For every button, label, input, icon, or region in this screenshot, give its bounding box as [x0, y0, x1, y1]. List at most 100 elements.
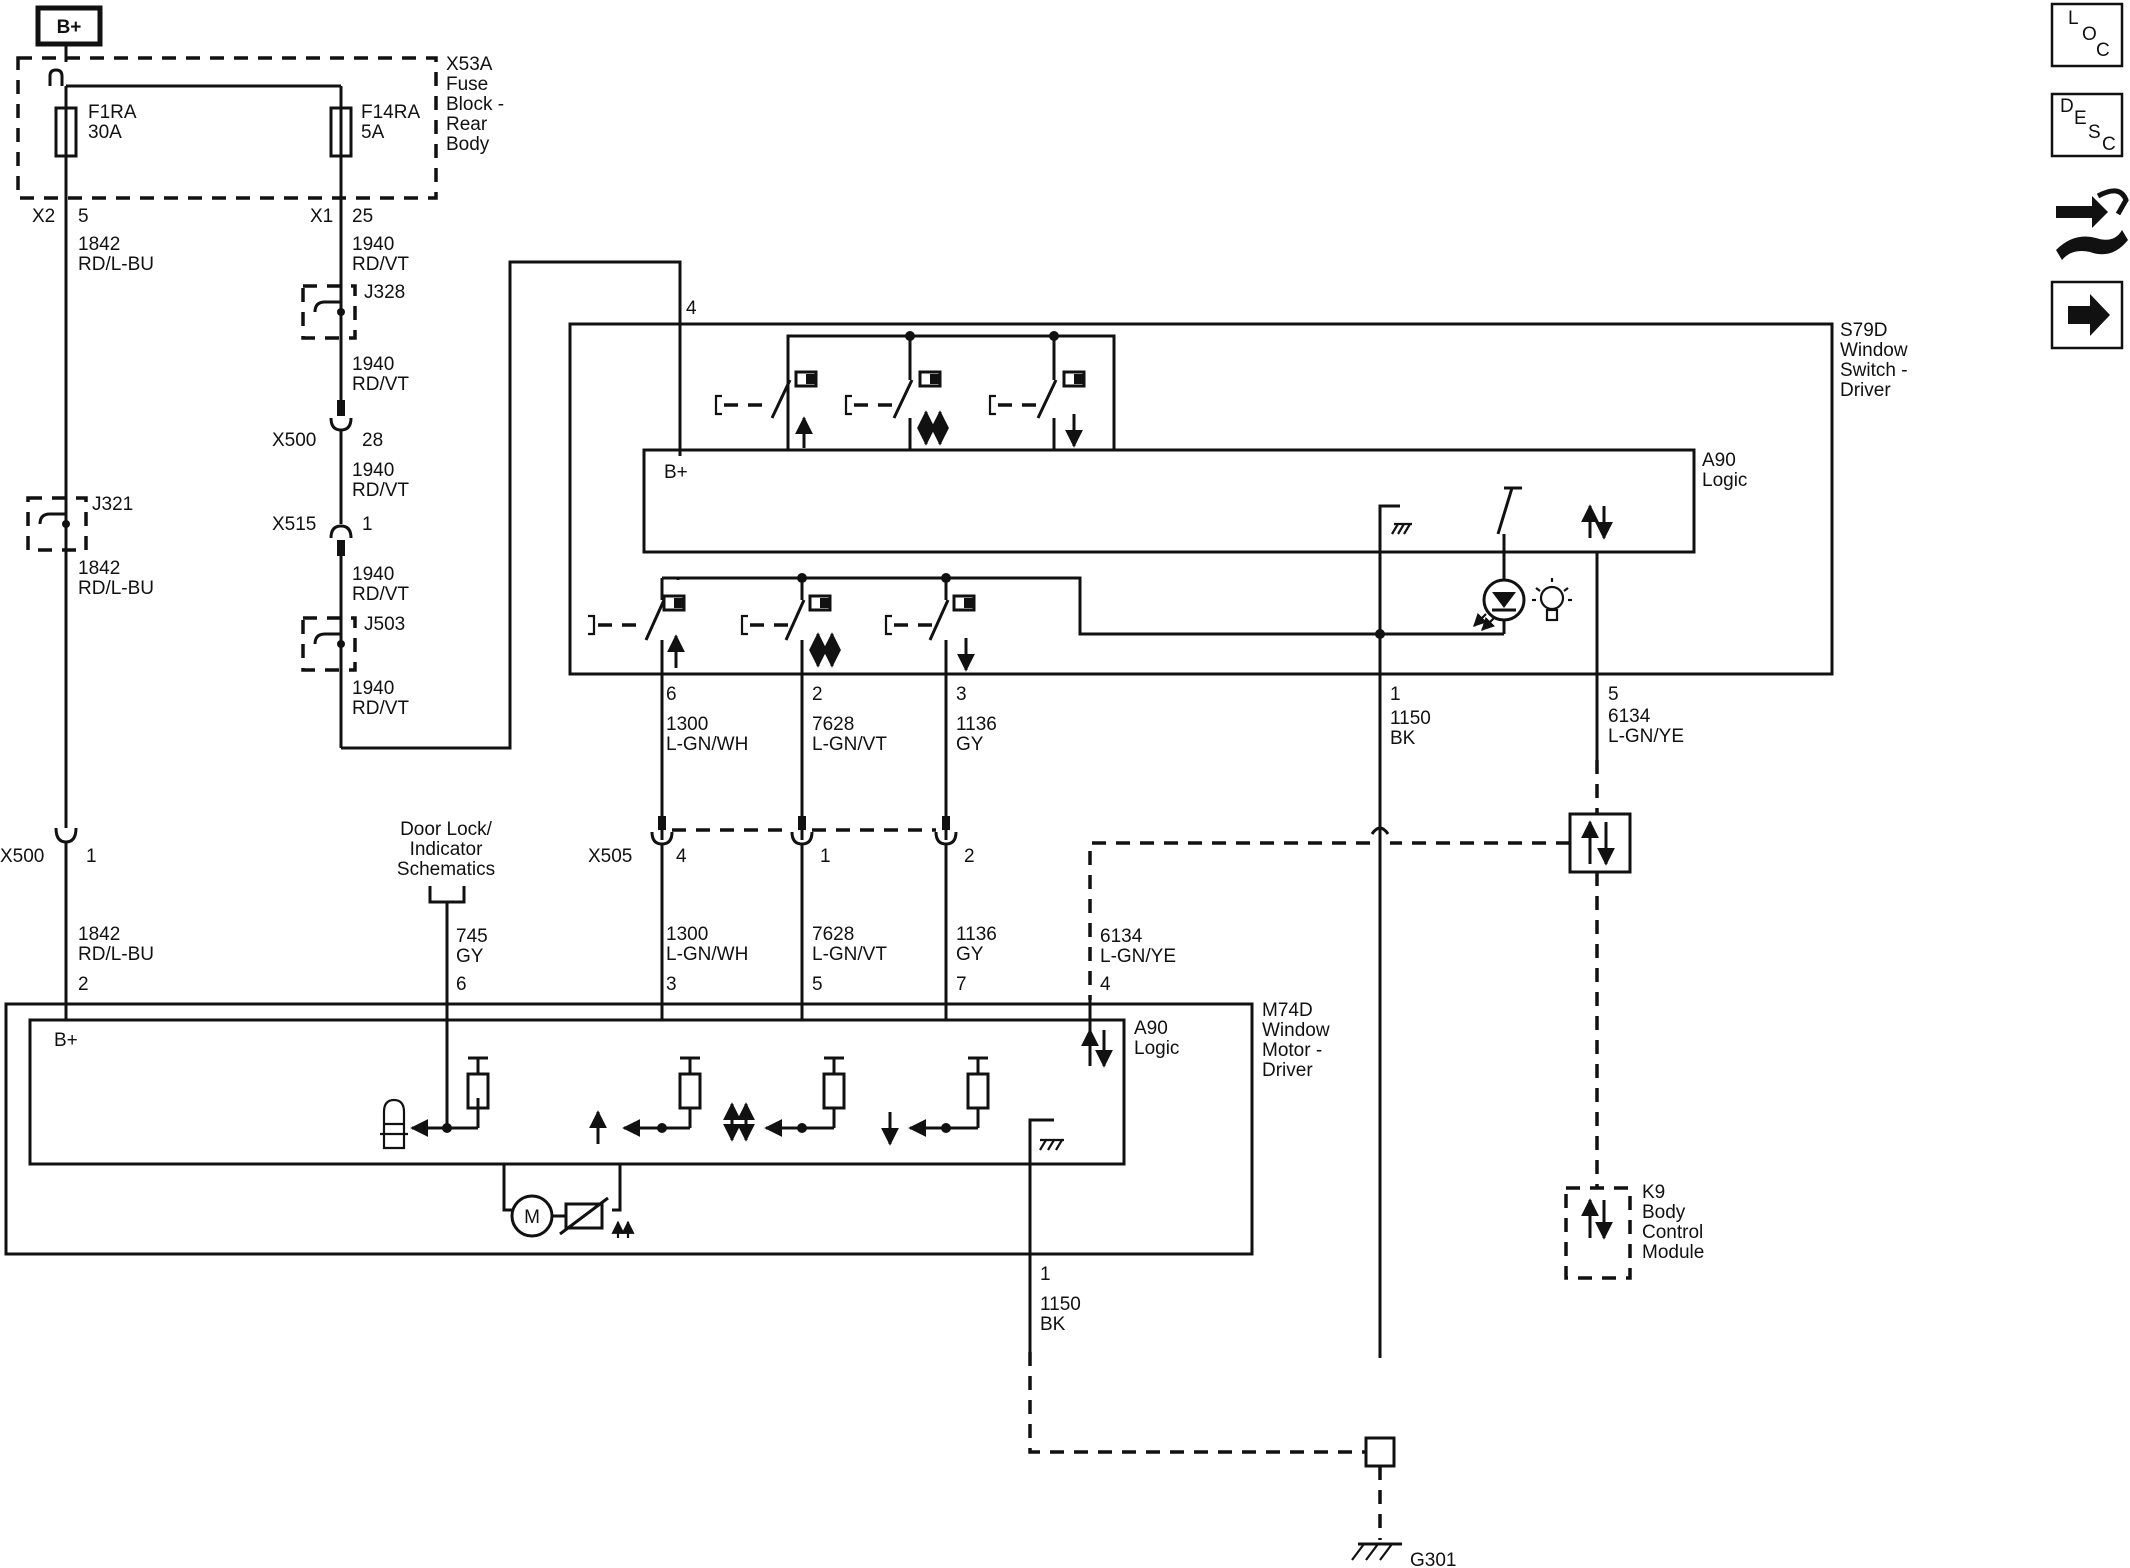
- svg-text:BK: BK: [1390, 728, 1416, 749]
- svg-text:3: 3: [956, 684, 967, 705]
- svg-text:1940: 1940: [352, 234, 394, 255]
- svg-text:1842: 1842: [78, 234, 120, 255]
- svg-text:M: M: [524, 1207, 540, 1228]
- serial-data-splice: [1568, 812, 1632, 874]
- svg-text:7628: 7628: [812, 924, 854, 945]
- svg-text:RD/L-BU: RD/L-BU: [78, 254, 154, 275]
- svg-text:E: E: [2074, 108, 2087, 129]
- svg-text:GY: GY: [456, 946, 484, 967]
- svg-text:M74D: M74D: [1262, 1000, 1313, 1021]
- svg-text:RD/L-BU: RD/L-BU: [78, 578, 154, 599]
- svg-text:1842: 1842: [78, 924, 120, 945]
- svg-text:Indicator: Indicator: [410, 839, 484, 860]
- svg-text:4: 4: [686, 298, 697, 319]
- battery-label: B+: [57, 17, 82, 38]
- svg-text:J321: J321: [92, 494, 133, 515]
- svg-text:G301: G301: [1410, 1550, 1456, 1568]
- svg-text:4: 4: [1100, 974, 1111, 995]
- svg-text:Fuse: Fuse: [446, 74, 488, 95]
- svg-text:J328: J328: [364, 282, 405, 303]
- svg-text:X505: X505: [588, 846, 632, 867]
- indicator-led: [1473, 552, 1526, 634]
- svg-text:6134: 6134: [1100, 926, 1143, 947]
- svg-text:L-GN/VT: L-GN/VT: [812, 734, 887, 755]
- lower-switch-up: [588, 578, 686, 840]
- svg-text:Block -: Block -: [446, 94, 504, 115]
- svg-text:A90: A90: [1702, 450, 1736, 471]
- svg-text:1842: 1842: [78, 558, 120, 579]
- svg-text:X1: X1: [310, 206, 333, 227]
- svg-text:Module: Module: [1642, 1242, 1704, 1263]
- loc-icon[interactable]: L O C: [2050, 2, 2124, 68]
- svg-text:RD/VT: RD/VT: [352, 698, 409, 719]
- connector-x505: X505 4 1 2: [588, 816, 975, 867]
- fuse-f1ra: F1RA 30A: [54, 102, 137, 158]
- connector-end-view-icon[interactable]: [2056, 188, 2129, 260]
- svg-text:1: 1: [362, 514, 373, 535]
- svg-text:RD/VT: RD/VT: [352, 374, 409, 395]
- fuse-block-id: X53A: [446, 54, 493, 75]
- svg-text:Schematics: Schematics: [397, 859, 495, 880]
- svg-text:1: 1: [820, 846, 831, 867]
- switch-logic-a90: B+ A90 Logic: [642, 448, 1747, 554]
- connector-x500-28: X500 28: [272, 400, 383, 451]
- svg-text:Logic: Logic: [1702, 470, 1747, 491]
- svg-text:Rear: Rear: [446, 114, 488, 135]
- svg-text:B+: B+: [54, 1030, 78, 1051]
- svg-text:1: 1: [1390, 684, 1401, 705]
- svg-text:K9: K9: [1642, 1182, 1665, 1203]
- svg-text:RD/L-BU: RD/L-BU: [78, 944, 154, 965]
- motor-module-m74d: M74D Window Motor - Driver: [4, 1000, 1330, 1256]
- svg-text:A90: A90: [1134, 1018, 1168, 1039]
- svg-text:B+: B+: [664, 462, 688, 483]
- upper-switch-express: [844, 336, 949, 450]
- svg-text:C: C: [2102, 134, 2116, 155]
- svg-text:GY: GY: [956, 734, 984, 755]
- svg-text:5: 5: [1608, 684, 1619, 705]
- svg-text:L-GN/WH: L-GN/WH: [666, 734, 748, 755]
- svg-text:6: 6: [456, 974, 467, 995]
- lower-switch-express: [740, 578, 841, 840]
- svg-text:Motor -: Motor -: [1262, 1040, 1322, 1061]
- door-lock-reference: Door Lock/ Indicator Schematics: [397, 819, 495, 904]
- svg-text:L-GN/YE: L-GN/YE: [1100, 946, 1176, 967]
- svg-text:5A: 5A: [361, 122, 385, 143]
- upper-switch-up: [714, 336, 818, 450]
- splice-j503: J503: [301, 614, 405, 672]
- svg-text:O: O: [2082, 24, 2097, 45]
- upper-switch-down: [988, 336, 1086, 450]
- svg-text:1940: 1940: [352, 678, 394, 699]
- svg-text:C: C: [2096, 40, 2110, 61]
- svg-text:F1RA: F1RA: [88, 102, 137, 123]
- body-control-module-k9: K9 Body Control Module: [1564, 1182, 1704, 1280]
- next-arrow-icon[interactable]: [2050, 280, 2124, 350]
- svg-text:RD/VT: RD/VT: [352, 584, 409, 605]
- svg-text:1150: 1150: [1390, 708, 1431, 729]
- svg-text:1940: 1940: [352, 354, 394, 375]
- svg-text:6: 6: [666, 684, 677, 705]
- svg-text:2: 2: [78, 974, 89, 995]
- svg-text:J503: J503: [364, 614, 405, 635]
- svg-text:7: 7: [956, 974, 967, 995]
- svg-text:L-GN/WH: L-GN/WH: [666, 944, 748, 965]
- lamp-icon: [1532, 578, 1572, 622]
- splice-j321: J321: [26, 494, 133, 552]
- svg-text:L-GN/YE: L-GN/YE: [1608, 726, 1684, 747]
- desc-icon[interactable]: D E S C: [2050, 92, 2124, 158]
- svg-text:7628: 7628: [812, 714, 854, 735]
- svg-text:Switch -: Switch -: [1840, 360, 1908, 381]
- svg-text:BK: BK: [1040, 1314, 1066, 1335]
- svg-text:Window: Window: [1262, 1020, 1330, 1041]
- svg-text:S79D: S79D: [1840, 320, 1888, 341]
- svg-text:28: 28: [362, 430, 383, 451]
- connector-x515-1: X515 1: [272, 514, 373, 556]
- svg-text:Window: Window: [1840, 340, 1908, 361]
- splice-j328: J328: [301, 282, 405, 340]
- svg-text:5: 5: [812, 974, 823, 995]
- svg-text:3: 3: [666, 974, 677, 995]
- svg-text:2: 2: [964, 846, 975, 867]
- battery-terminal: B+: [35, 5, 103, 47]
- svg-text:Control: Control: [1642, 1222, 1703, 1243]
- svg-text:L: L: [2068, 8, 2079, 29]
- fuse-f14ra: F14RA 5A: [329, 102, 420, 158]
